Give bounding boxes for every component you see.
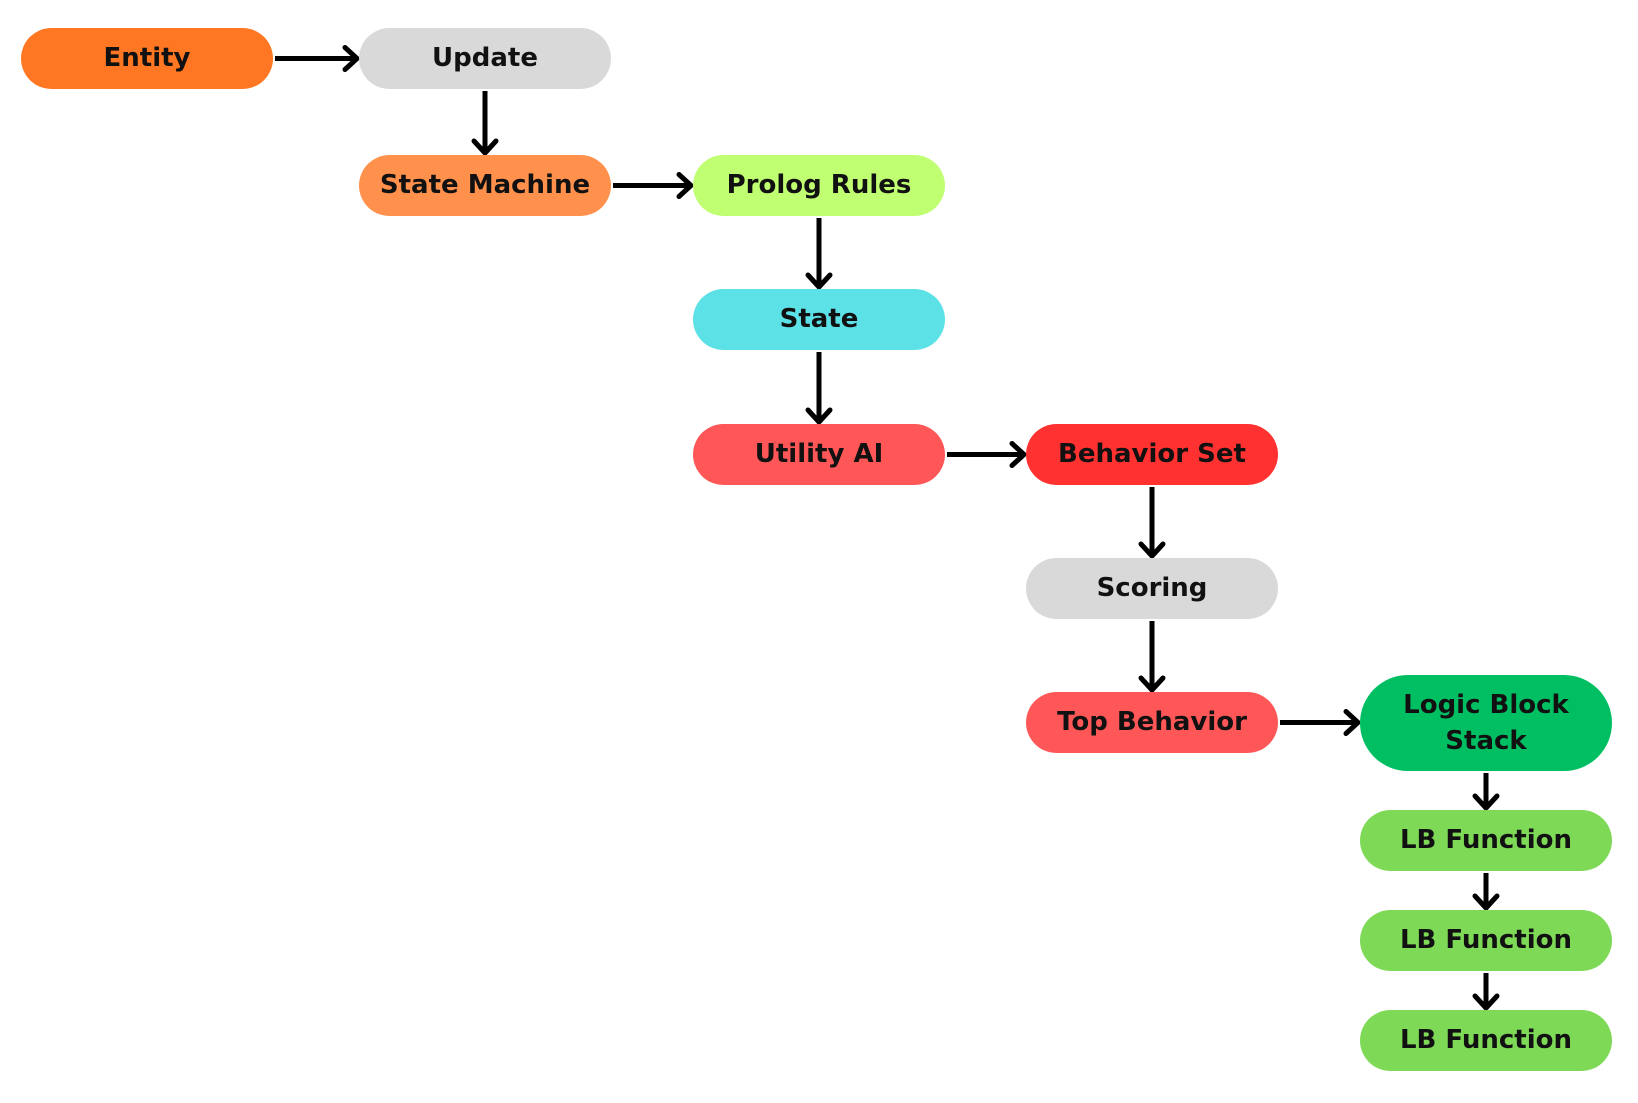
node-lb-function-3: LB Function [1360,1010,1612,1071]
edge-state-machine-to-prolog-rules [613,172,694,199]
edge-lb-function-1-to-lb-function-2 [1472,873,1500,911]
node-top-behavior: Top Behavior [1026,692,1278,753]
node-update: Update [359,28,611,89]
node-utility-ai: Utility AI [693,424,945,485]
arrow-head [1138,541,1166,559]
node-state-machine: State Machine [359,155,611,216]
node-lb-function-2: LB Function [1360,910,1612,971]
node-entity: Entity [21,28,273,89]
edge-behavior-set-to-scoring [1138,487,1166,559]
node-state: State [693,289,945,350]
edge-top-behavior-to-logic-block-stack [1280,709,1361,736]
edge-update-to-state-machine [471,91,499,156]
arrow-head [1472,993,1500,1011]
arrow-head [1138,675,1166,693]
node-lb-function-1: LB Function [1360,810,1612,871]
edge-logic-block-stack-to-lb-function-1 [1472,773,1500,811]
node-prolog-rules: Prolog Rules [693,155,945,216]
edge-state-to-utility-ai [805,352,833,425]
node-scoring: Scoring [1026,558,1278,619]
edge-prolog-rules-to-state [805,218,833,290]
node-behavior-set: Behavior Set [1026,424,1278,485]
edge-lb-function-2-to-lb-function-3 [1472,973,1500,1011]
arrow-head [1472,893,1500,911]
arrow-head [1009,441,1027,468]
arrow-head [342,45,360,72]
edge-utility-ai-to-behavior-set [947,441,1027,468]
arrow-head [805,407,833,425]
arrow-head [805,272,833,290]
arrow-head [676,172,694,199]
edge-entity-to-update [275,45,360,72]
edge-scoring-to-top-behavior [1138,621,1166,693]
arrow-head [1472,793,1500,811]
arrow-head [1343,709,1361,736]
node-logic-block-stack: Logic Block Stack [1360,675,1612,771]
arrow-head [471,138,499,156]
